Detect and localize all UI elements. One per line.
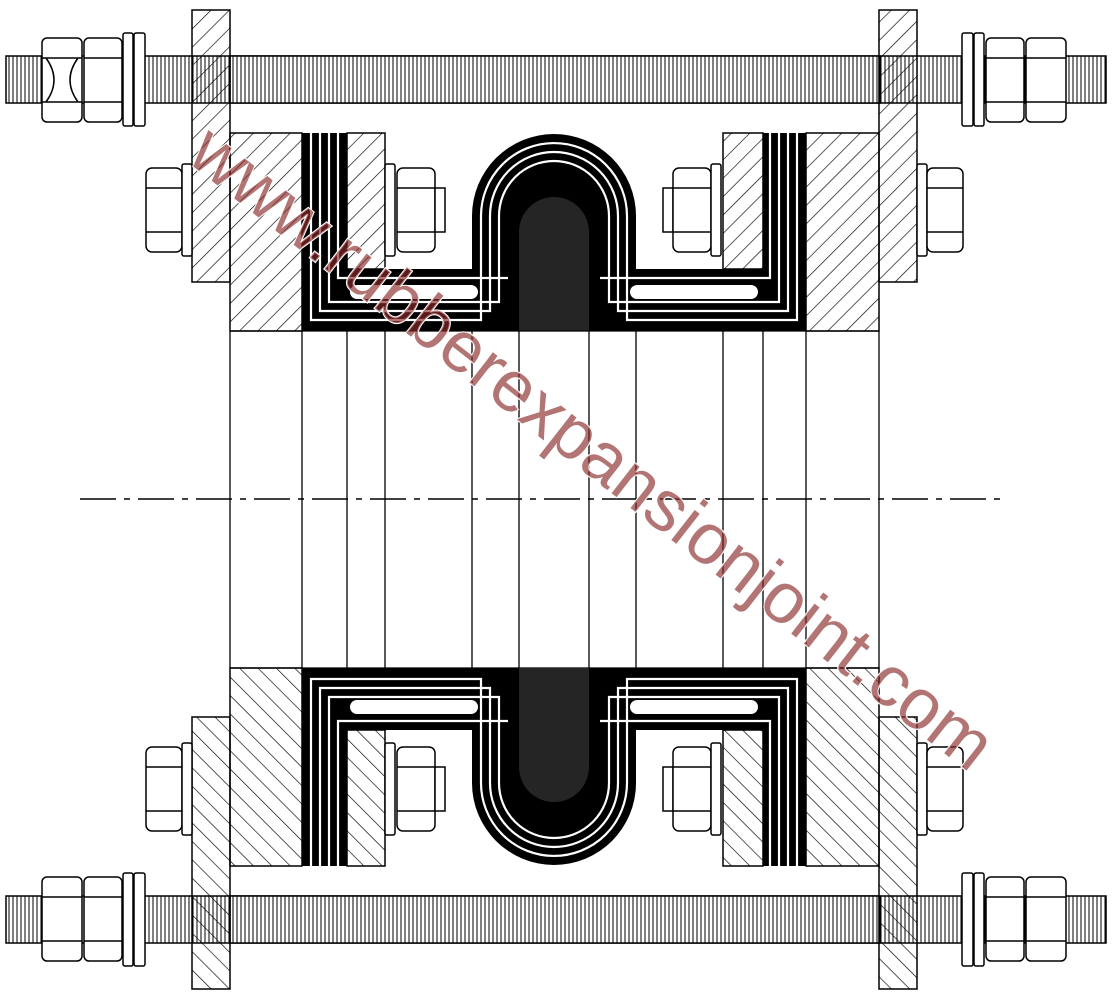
top-left-nut-stack: [41, 32, 146, 127]
top-right-nut-stack: [961, 32, 1067, 127]
upper-section: [5, 9, 1107, 332]
top-outer-bolts: [145, 163, 964, 257]
top-tie-rod: [5, 55, 1107, 104]
top-tie-plates: [191, 9, 918, 283]
top-inner-bolts: [384, 163, 722, 257]
top-rubber-bellows: [302, 133, 806, 331]
top-flanges: [229, 132, 880, 332]
lower-section: [5, 667, 1107, 990]
